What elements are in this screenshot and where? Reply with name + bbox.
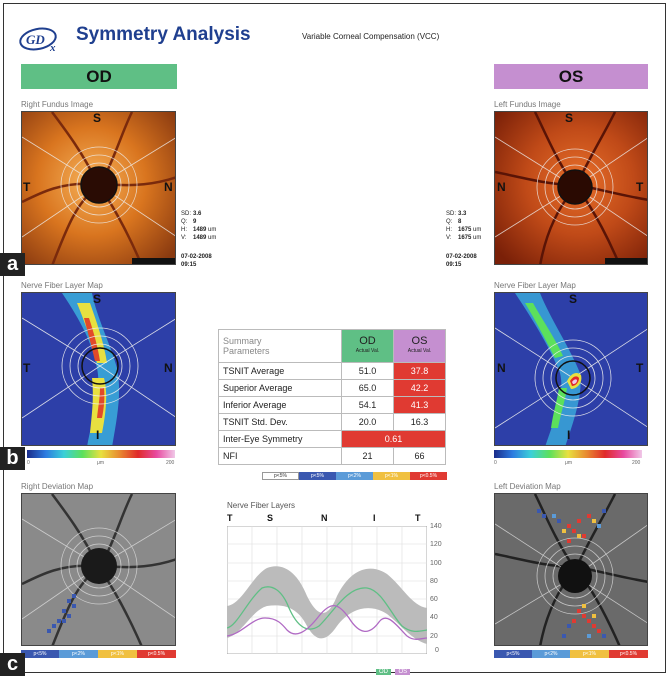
panel-badge-b: b bbox=[0, 447, 25, 470]
right-colorbar-unit: μm bbox=[97, 460, 105, 466]
right-nfl-map[interactable] bbox=[21, 292, 176, 446]
tsnit-y-tick: 0 bbox=[435, 647, 439, 654]
tsnit-y-tick: 20 bbox=[430, 633, 438, 640]
tsnit-y-tick: 60 bbox=[430, 596, 438, 603]
tsnit-chart bbox=[227, 526, 427, 654]
tsnit-legend-od: OD bbox=[376, 669, 391, 675]
tsnit-chart-title: Nerve Fiber Layers bbox=[227, 501, 296, 510]
page-subtitle: Variable Corneal Compensation (VCC) bbox=[302, 32, 440, 41]
right-deviation-map[interactable] bbox=[21, 493, 176, 646]
orientation-temporal: T bbox=[23, 180, 31, 194]
right-colorbar-max: 200 bbox=[166, 460, 175, 466]
os-orientation-nasal: N bbox=[497, 180, 506, 194]
left-deviation-legend: p<5% p<2% p<1% p<0.5% bbox=[494, 650, 648, 658]
os-header-bar: OS bbox=[494, 64, 648, 89]
tsnit-label-t2: T bbox=[415, 513, 421, 523]
left-deviation-map[interactable] bbox=[494, 493, 648, 646]
os-orientation-superior: S bbox=[565, 111, 574, 125]
right-deviation-label: Right Deviation Map bbox=[21, 482, 94, 491]
tsnit-legend-os: OS bbox=[395, 669, 411, 675]
nfl-orientation-superior: S bbox=[93, 292, 102, 306]
panel-badge-c: c bbox=[0, 653, 25, 676]
tsnit-label-t1: T bbox=[227, 513, 233, 523]
left-deviation-label: Left Deviation Map bbox=[494, 482, 561, 491]
panel-badge-a: a bbox=[0, 253, 25, 276]
page-title: Symmetry Analysis bbox=[76, 24, 251, 45]
od-stats: SD:3.6 Q:9 H:1489 um V:1489 um bbox=[181, 211, 217, 241]
tsnit-y-tick: 80 bbox=[430, 578, 438, 585]
tsnit-y-tick: 40 bbox=[430, 614, 438, 621]
os-nfl-orientation-temporal: T bbox=[636, 361, 644, 375]
left-nfl-map[interactable] bbox=[494, 292, 648, 446]
left-nfl-colorbar bbox=[494, 450, 642, 458]
right-deviation-legend: p<5% p<2% p<1% p<0.5% bbox=[21, 650, 176, 658]
tsnit-label-s: S bbox=[267, 513, 274, 523]
tsnit-y-tick: 120 bbox=[430, 541, 442, 548]
os-orientation-temporal: T bbox=[636, 180, 644, 194]
left-nfl-label: Nerve Fiber Layer Map bbox=[494, 281, 576, 290]
left-fundus-image[interactable] bbox=[494, 111, 648, 265]
right-colorbar-min: 0 bbox=[27, 460, 30, 466]
orientation-superior: S bbox=[93, 111, 102, 125]
nfl-orientation-nasal: N bbox=[164, 361, 173, 375]
tsnit-y-tick: 100 bbox=[430, 560, 442, 567]
left-colorbar-max: 200 bbox=[632, 460, 641, 466]
od-header-bar: OD bbox=[21, 64, 177, 89]
svg-text:x: x bbox=[49, 42, 56, 54]
right-fundus-image[interactable] bbox=[21, 111, 176, 265]
os-nfl-orientation-inferior: I bbox=[567, 428, 571, 442]
tsnit-legend: OD OS bbox=[376, 660, 411, 676]
tsnit-label-n: N bbox=[321, 513, 328, 523]
summary-probability-legend: p<5% p<5% p<2% p<1% p<0.5% bbox=[262, 472, 447, 480]
orientation-nasal: N bbox=[164, 180, 173, 194]
os-stats: SD:3.3 Q:8 H:1675 um V:1675 um bbox=[446, 211, 482, 241]
left-colorbar-unit: μm bbox=[565, 460, 573, 466]
left-colorbar-min: 0 bbox=[494, 460, 497, 466]
gdx-logo: GD x bbox=[19, 27, 57, 54]
tsnit-label-i: I bbox=[373, 513, 376, 523]
nfl-orientation-inferior: I bbox=[96, 428, 100, 442]
right-nfl-label: Nerve Fiber Layer Map bbox=[21, 281, 103, 290]
tsnit-position-labels: T S N I T bbox=[227, 513, 427, 525]
svg-text:GD: GD bbox=[26, 32, 45, 47]
right-fundus-label: Right Fundus Image bbox=[21, 100, 94, 109]
tsnit-y-tick: 140 bbox=[430, 523, 442, 530]
right-nfl-colorbar bbox=[27, 450, 175, 458]
os-nfl-orientation-superior: S bbox=[569, 292, 578, 306]
nfl-orientation-temporal: T bbox=[23, 361, 31, 375]
tsnit-y-axis: 140 120 100 80 60 40 20 0 bbox=[430, 523, 460, 655]
os-nfl-orientation-nasal: N bbox=[497, 361, 506, 375]
left-fundus-label: Left Fundus Image bbox=[494, 100, 561, 109]
